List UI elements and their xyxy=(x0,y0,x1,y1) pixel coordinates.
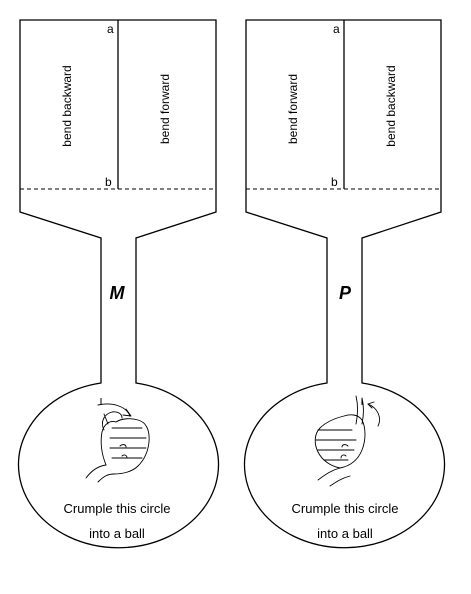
panel-label-left: bend backward xyxy=(60,65,74,146)
hand-sign-icon xyxy=(314,395,380,487)
caption-line-2: into a ball xyxy=(317,526,373,541)
corner-label-top: a xyxy=(107,22,114,36)
cutout-left: a b bend backward bend forward M Crumple… xyxy=(17,19,220,549)
cutout-outline xyxy=(243,19,446,549)
panel-label-right: bend backward xyxy=(384,65,398,146)
sign-letter: M xyxy=(110,283,126,303)
cutout-outline xyxy=(17,19,220,549)
cutout-right: a b bend forward bend backward P Crumple… xyxy=(243,19,446,549)
caption-line-1: Crumple this circle xyxy=(292,501,399,516)
corner-label-bottom: b xyxy=(331,175,338,189)
sign-letter: P xyxy=(339,283,352,303)
corner-label-top: a xyxy=(333,22,340,36)
caption-line-2: into a ball xyxy=(89,526,145,541)
caption-line-1: Crumple this circle xyxy=(64,501,171,516)
hand-sign-icon xyxy=(85,403,150,483)
panel-label-right: bend forward xyxy=(158,74,172,144)
corner-label-bottom: b xyxy=(105,175,112,189)
panel-label-left: bend forward xyxy=(286,74,300,144)
